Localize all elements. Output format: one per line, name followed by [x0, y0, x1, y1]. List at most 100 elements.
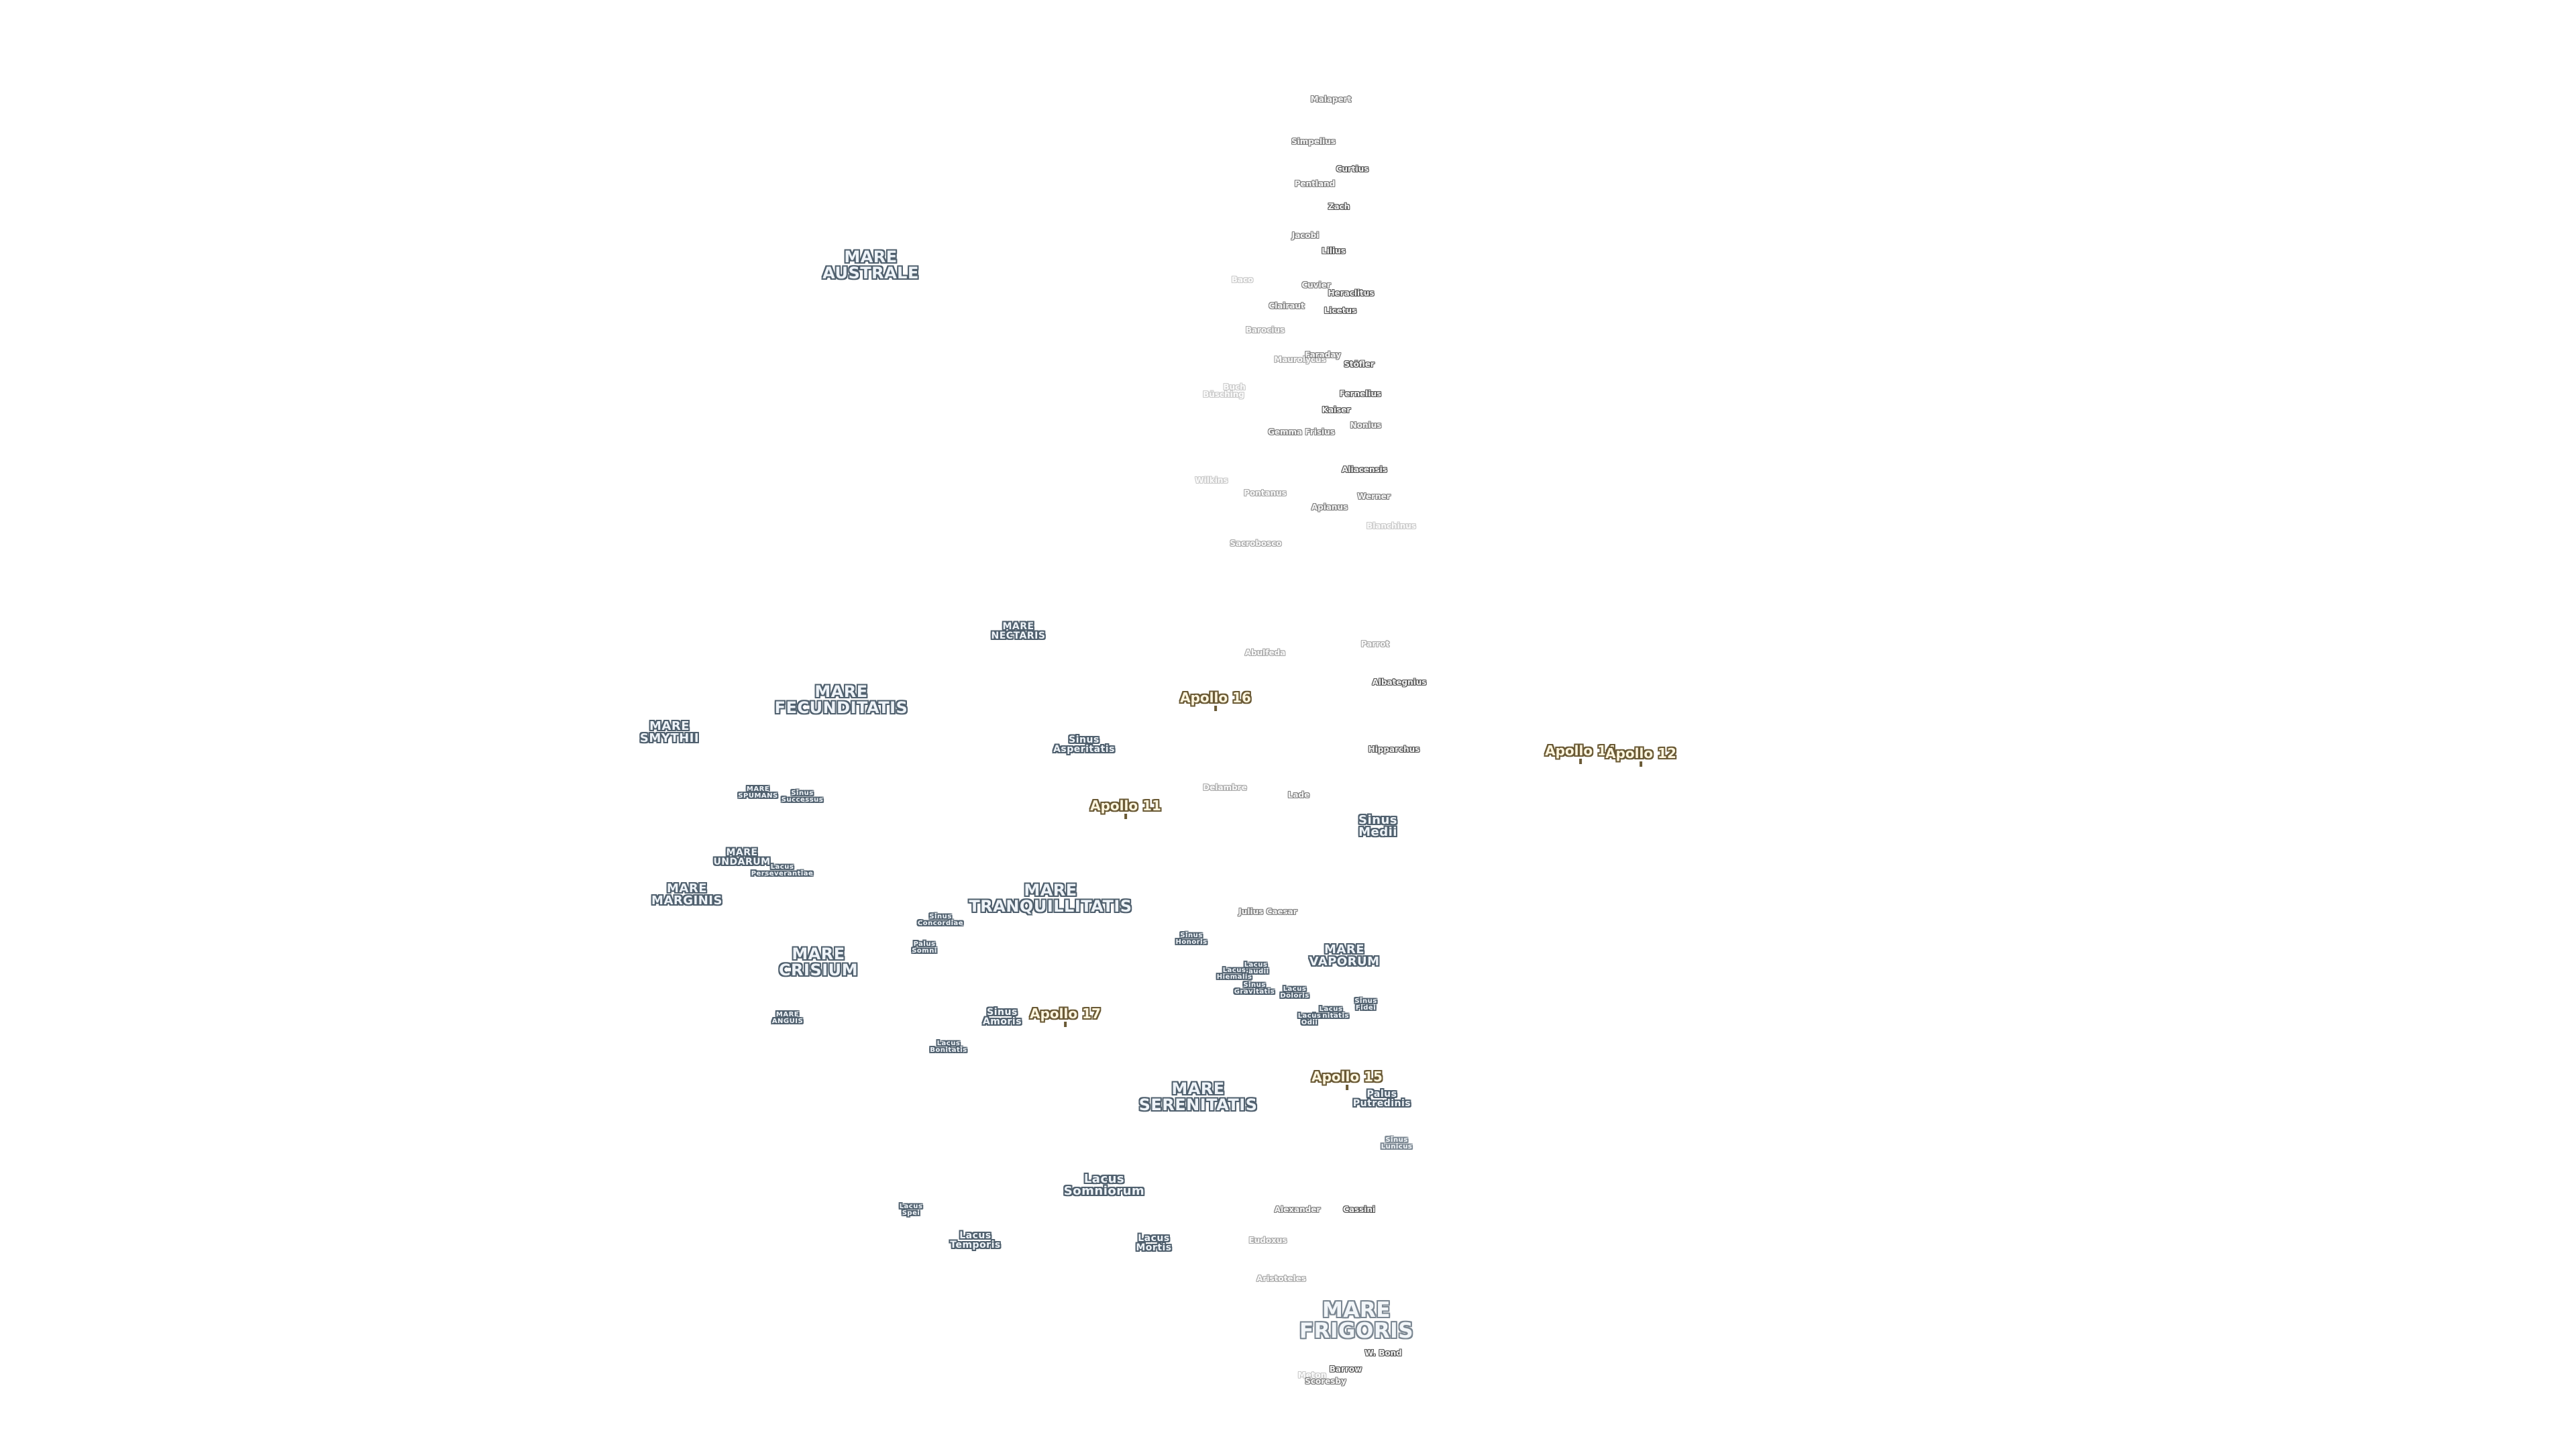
feature-name: Pentland	[1294, 179, 1336, 189]
feature-name: Sacrobosco	[1230, 539, 1282, 548]
crater-label-hipparchus: Hipparchus	[1368, 745, 1420, 753]
feature-name: Abulfeda	[1244, 648, 1286, 657]
mare-label-mare-smythii: MARE SMYTHII	[640, 720, 699, 745]
crater-label-heraclitus: Heraclitus	[1328, 289, 1375, 297]
feature-name: Lacus Somniorum	[1063, 1172, 1145, 1198]
mare-label-lacus-spei: Lacus Spei	[900, 1203, 923, 1217]
crater-label-abulfeda: Abulfeda	[1245, 649, 1286, 657]
crater-label-curtius: Curtius	[1336, 165, 1369, 173]
landing-marker-icon	[1640, 761, 1642, 767]
feature-name: Sinus Lunicus	[1381, 1136, 1413, 1150]
feature-name: Alexander	[1274, 1205, 1321, 1214]
mare-label-lacus-lenitatis: Lacus Lenitatis	[1313, 1006, 1349, 1020]
mare-label-mare-crisium: MARE CRISIUM	[779, 946, 858, 978]
crater-label-sacrobosco: Sacrobosco	[1230, 539, 1281, 547]
feature-name: Cassini	[1343, 1205, 1375, 1214]
crater-label-albategnius: Albategnius	[1373, 678, 1427, 686]
feature-name: Kaiser	[1322, 405, 1351, 415]
feature-name: MARE SPUMANS	[738, 786, 778, 800]
feature-name: Barrow	[1329, 1364, 1362, 1374]
apollo-site-apollo16: Apollo 16	[1180, 691, 1251, 711]
feature-name: Werner	[1357, 492, 1391, 501]
feature-name: Pontanus	[1244, 488, 1287, 498]
feature-name: Apollo 11	[1090, 798, 1161, 814]
feature-name: Heraclitus	[1328, 288, 1375, 298]
feature-name: Apollo 17	[1030, 1006, 1101, 1022]
feature-name: Hipparchus	[1368, 745, 1420, 754]
crater-label-simpelius: Simpelius	[1291, 138, 1336, 146]
feature-name: Clairaut	[1269, 301, 1305, 311]
crater-label-meton: Meton	[1298, 1371, 1327, 1379]
mare-label-lacus-perseverantiae: Lacus Perseverantiae	[751, 864, 814, 877]
feature-name: Nonius	[1350, 421, 1382, 430]
mare-label-sinus-asperitatis: Sinus Asperitatis	[1053, 735, 1115, 754]
mare-label-sinus-gravitatis: Sinus Gravitatis	[1234, 982, 1275, 996]
mare-label-mare-spumans: MARE SPUMANS	[738, 786, 777, 800]
mare-label-lacus-hiemalis: Lacus Hiemalis	[1217, 967, 1252, 981]
feature-name: MARE UNDARUM	[713, 847, 771, 867]
crater-label-barrow: Barrow	[1330, 1365, 1362, 1373]
feature-name: Buch	[1223, 382, 1246, 392]
feature-name: Sinus Gravitatis	[1234, 981, 1275, 996]
feature-name: Palus Putredinis	[1352, 1089, 1411, 1109]
landing-marker-icon	[1579, 759, 1582, 764]
crater-label-clairaut: Clairaut	[1269, 302, 1304, 310]
mare-label-mare-frigoris: MARE FRIGORIS	[1299, 1300, 1413, 1342]
feature-name: Lacus Spei	[899, 1203, 923, 1217]
feature-name: Sinus Successus	[781, 790, 824, 804]
feature-name: Meton	[1297, 1371, 1327, 1380]
feature-name: Julius Caesar	[1238, 907, 1297, 916]
mare-label-sinus-successus: Sinus Successus	[782, 790, 823, 804]
mare-label-mare-anguis: MARE ANGUIS	[772, 1012, 803, 1025]
mare-label-sinus-lunicus: Sinus Lunicus	[1381, 1137, 1413, 1150]
mare-label-sinus-fidei: Sinus Fidei	[1354, 998, 1377, 1012]
mare-label-lacus-bonitatis: Lacus Bonitatis	[930, 1040, 967, 1054]
crater-label-wilkins: Wilkins	[1195, 476, 1228, 484]
mare-label-sinus-concordiae: Sinus Concordiae	[918, 914, 963, 927]
feature-name: Sinus Asperitatis	[1053, 735, 1115, 755]
feature-name: Curtius	[1336, 164, 1369, 174]
feature-name: Lacus Perseverantiae	[751, 863, 814, 877]
mare-label-mare-serenitatis: MARE SERENITATIS	[1139, 1081, 1258, 1113]
crater-label-jacobi: Jacobi	[1292, 231, 1320, 239]
feature-name: Lade	[1287, 790, 1310, 800]
feature-name: Gemma Frisius	[1268, 427, 1335, 437]
feature-name: Eudoxus	[1248, 1236, 1287, 1245]
feature-name: MARE CRISIUM	[778, 945, 859, 979]
feature-name: Cuvier	[1301, 280, 1331, 290]
crater-label-werner: Werner	[1357, 492, 1390, 500]
feature-name: Wilkins	[1195, 476, 1228, 485]
crater-label-licetus: Licetus	[1324, 307, 1356, 315]
mare-label-mare-fecunditatis: MARE FECUNDITATIS	[775, 684, 908, 716]
apollo-site-apollo11: Apollo 11	[1090, 799, 1161, 819]
crater-label-maurolycus: Maurolycus	[1274, 356, 1326, 364]
crater-label-lade: Lade	[1288, 791, 1309, 799]
crater-label-aristoteles: Aristoteles	[1256, 1275, 1306, 1283]
feature-name: Aristoteles	[1256, 1274, 1306, 1283]
feature-name: Apollo 16	[1180, 690, 1251, 706]
feature-name: Lacus Bonitatis	[930, 1040, 967, 1054]
feature-name: MARE ANGUIS	[771, 1011, 804, 1025]
feature-name: Lacus Odii	[1297, 1012, 1322, 1026]
feature-name: Apollo 14	[1545, 743, 1616, 759]
crater-label-cuvier: Cuvier	[1301, 281, 1330, 289]
crater-label-scoresby: Scoresby	[1305, 1377, 1346, 1385]
feature-name: Lilius	[1322, 246, 1346, 256]
feature-name: Zach	[1328, 202, 1350, 211]
feature-name: Lacus Lenitatis	[1313, 1006, 1349, 1020]
feature-name: Malapert	[1310, 95, 1352, 104]
mare-label-mare-tranquillitatis: MARE TRANQUILLITATIS	[969, 882, 1132, 914]
feature-name: MARE FECUNDITATIS	[774, 682, 908, 717]
feature-name: Scoresby	[1305, 1377, 1346, 1386]
mare-label-mare-marginis: MARE MARGINIS	[651, 883, 722, 907]
mare-label-palus-somni: Palus Somni	[912, 941, 937, 955]
crater-label-nonius: Nonius	[1350, 421, 1382, 429]
feature-name: Lacus Doloris	[1280, 985, 1309, 1000]
feature-name: Albategnius	[1372, 678, 1427, 687]
crater-label-baco: Baco	[1232, 276, 1254, 284]
apollo-site-apollo12: Apollo 12	[1605, 747, 1676, 767]
feature-name: Lacus Gaudii	[1242, 961, 1269, 975]
crater-label-aliacensis: Aliacensis	[1342, 466, 1387, 474]
mare-label-lacus-gaudii: Lacus Gaudii	[1242, 962, 1269, 975]
